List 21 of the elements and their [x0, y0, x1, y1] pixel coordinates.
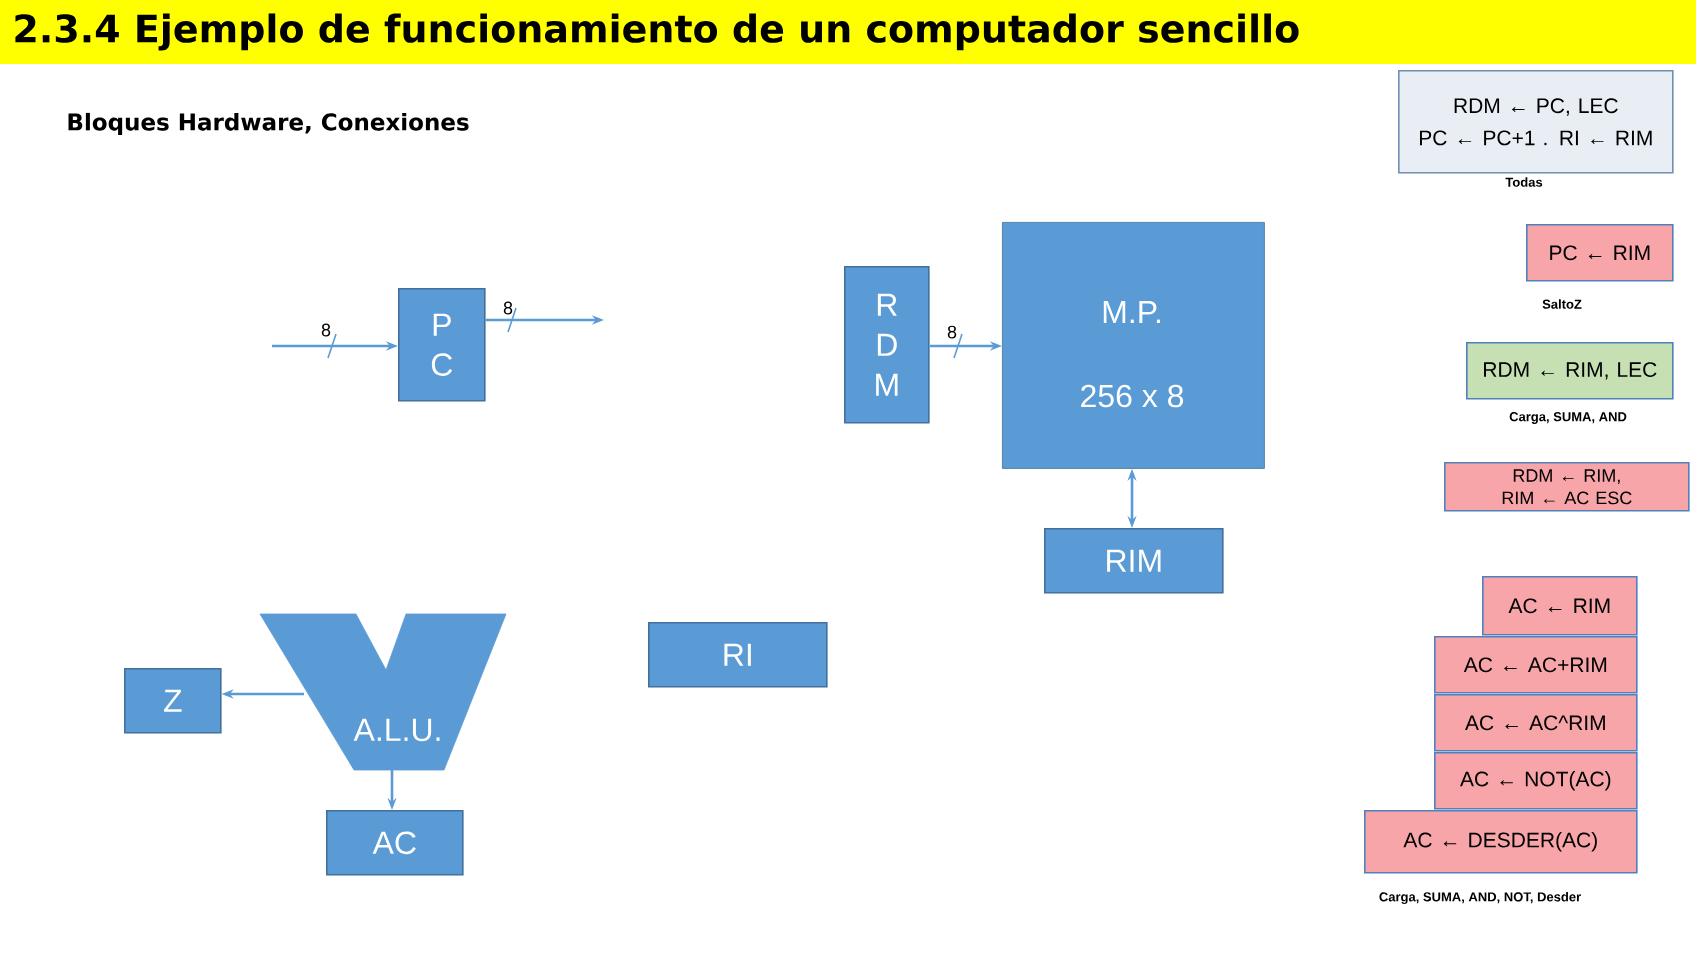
- subtitle: Bloques Hardware, Conexiones: [68, 112, 469, 136]
- operation-box: RDM ← RIM, LEC: [1466, 342, 1674, 400]
- title-bar: 2.3.4 Ejemplo de funcionamiento de un computador sencillo: [0, 0, 1696, 64]
- register-box: RIM: [1044, 528, 1224, 594]
- operation-box: AC ← AC^RIM: [1434, 694, 1638, 752]
- register-box: RI: [648, 622, 828, 688]
- edge-label: 8: [321, 323, 331, 337]
- register-box: Z: [124, 668, 222, 734]
- operation-box: RDM ← PC, LEC PC ← PC+1 . RI ← RIM: [1398, 70, 1674, 174]
- operation-box: AC ← RIM: [1482, 576, 1638, 636]
- operation-box: AC ← NOT(AC): [1434, 752, 1638, 810]
- operation-box: PC ← RIM: [1526, 224, 1674, 282]
- edge-label: 8: [503, 301, 513, 315]
- operation-box: RDM ← RIM, RIM ← AC ESC: [1444, 462, 1690, 512]
- register-box: R D M: [844, 266, 930, 424]
- register-box: P C: [398, 288, 486, 402]
- edge-label: 8: [947, 325, 957, 339]
- register-box: AC: [326, 810, 464, 876]
- memory-box: M.P. 256 x 8: [1002, 222, 1265, 469]
- operation-box: AC ← DESDER(AC): [1364, 810, 1638, 874]
- operation-box: AC ← AC+RIM: [1434, 636, 1638, 694]
